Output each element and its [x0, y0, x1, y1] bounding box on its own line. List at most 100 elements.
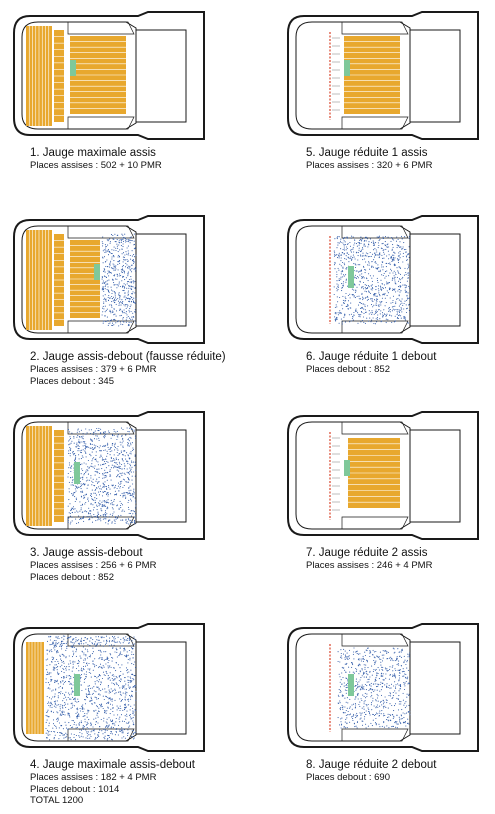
standing-dot	[132, 720, 134, 722]
standing-dot	[78, 639, 80, 641]
standing-dot	[116, 448, 118, 450]
standing-dot	[108, 516, 110, 518]
standing-dot	[60, 660, 63, 662]
standing-dot	[362, 281, 365, 284]
standing-dot	[69, 446, 71, 448]
standing-dot	[129, 237, 131, 239]
standing-dot	[65, 696, 67, 698]
caption-2: 2. Jauge assis-debout (fausse réduite) P…	[30, 350, 226, 387]
standing-dot	[122, 509, 124, 511]
standing-dot	[94, 738, 96, 740]
standing-dot	[119, 716, 121, 718]
standing-dot	[357, 693, 359, 695]
standing-dot	[402, 712, 404, 714]
standing-dot	[334, 238, 336, 240]
standing-dot	[365, 727, 367, 729]
standing-dot	[389, 314, 391, 316]
standing-dot	[83, 520, 85, 522]
standing-dot	[125, 522, 127, 524]
standing-dot	[99, 684, 102, 686]
standing-dot	[72, 642, 74, 644]
standing-dot	[127, 679, 129, 681]
standing-dot	[111, 733, 113, 735]
standing-dot	[102, 270, 105, 272]
standing-dot	[394, 722, 396, 724]
standing-dot	[92, 448, 94, 450]
standing-dot	[400, 317, 402, 319]
standing-dot	[82, 449, 84, 451]
standing-dot	[371, 266, 373, 268]
standing-dot	[386, 716, 389, 718]
standing-dot	[111, 322, 114, 324]
standing-dot	[68, 708, 70, 710]
standing-dot	[377, 264, 379, 266]
standing-dot	[127, 658, 129, 661]
standing-dot	[111, 295, 113, 298]
standing-dot	[373, 683, 375, 685]
standing-dot	[135, 322, 137, 324]
standing-dot	[334, 319, 336, 321]
standing-dot	[135, 505, 137, 507]
standing-dot	[125, 277, 127, 279]
standing-dot	[104, 728, 106, 731]
standing-dot	[114, 459, 116, 461]
standing-dot	[119, 691, 121, 693]
standing-dot	[103, 486, 105, 488]
standing-dot	[110, 286, 112, 288]
standing-dot	[69, 512, 71, 515]
standing-dot	[131, 297, 133, 299]
standing-dot	[364, 672, 366, 674]
gallery-top	[67, 21, 135, 35]
standing-dot	[134, 435, 136, 437]
standing-dot	[401, 718, 403, 720]
standing-dot	[48, 697, 51, 699]
standing-dot	[56, 652, 58, 654]
standing-dot	[121, 463, 123, 466]
standing-dot	[397, 238, 399, 240]
standing-dot	[339, 686, 342, 688]
standing-dot	[132, 713, 134, 715]
standing-dot	[52, 658, 54, 660]
standing-dot	[106, 250, 108, 252]
standing-dot	[132, 657, 134, 659]
standing-dot	[130, 698, 132, 700]
standing-dot	[125, 688, 128, 690]
standing-dot	[103, 290, 105, 292]
standing-dot	[119, 453, 121, 455]
standing-dot	[57, 651, 59, 653]
standing-dot	[368, 264, 370, 266]
standing-dot	[119, 721, 121, 723]
standing-dot	[375, 318, 377, 320]
standing-dot	[356, 653, 358, 655]
standing-dot	[108, 689, 110, 691]
standing-dot	[387, 283, 389, 285]
standing-dot	[354, 263, 356, 265]
standing-dot	[126, 253, 128, 255]
standing-dot	[348, 261, 350, 263]
caption-3: 3. Jauge assis-debout Places assises : 2…	[30, 546, 156, 583]
standing-dot	[363, 312, 365, 314]
standing-dot	[127, 245, 129, 247]
standing-dot	[74, 496, 76, 498]
standing-dot	[63, 697, 65, 699]
standing-dot	[389, 673, 391, 676]
standing-dot	[124, 655, 126, 657]
standing-dot	[98, 687, 100, 690]
standing-dot	[48, 722, 50, 724]
standing-dot	[128, 473, 131, 475]
standing-dot	[370, 304, 373, 306]
standing-dot	[117, 641, 119, 643]
standing-dot	[134, 292, 136, 294]
standing-dot	[102, 286, 104, 288]
standing-dot	[115, 247, 117, 249]
standing-dot	[381, 274, 383, 276]
standing-dot	[350, 662, 353, 664]
standing-dot	[105, 502, 107, 504]
standing-dot	[373, 651, 375, 653]
standing-dot	[79, 464, 82, 466]
standing-dot	[93, 728, 95, 731]
standing-dot	[128, 637, 130, 639]
standing-dot	[407, 653, 409, 655]
standing-dot	[50, 701, 52, 703]
standing-dot	[337, 267, 339, 269]
